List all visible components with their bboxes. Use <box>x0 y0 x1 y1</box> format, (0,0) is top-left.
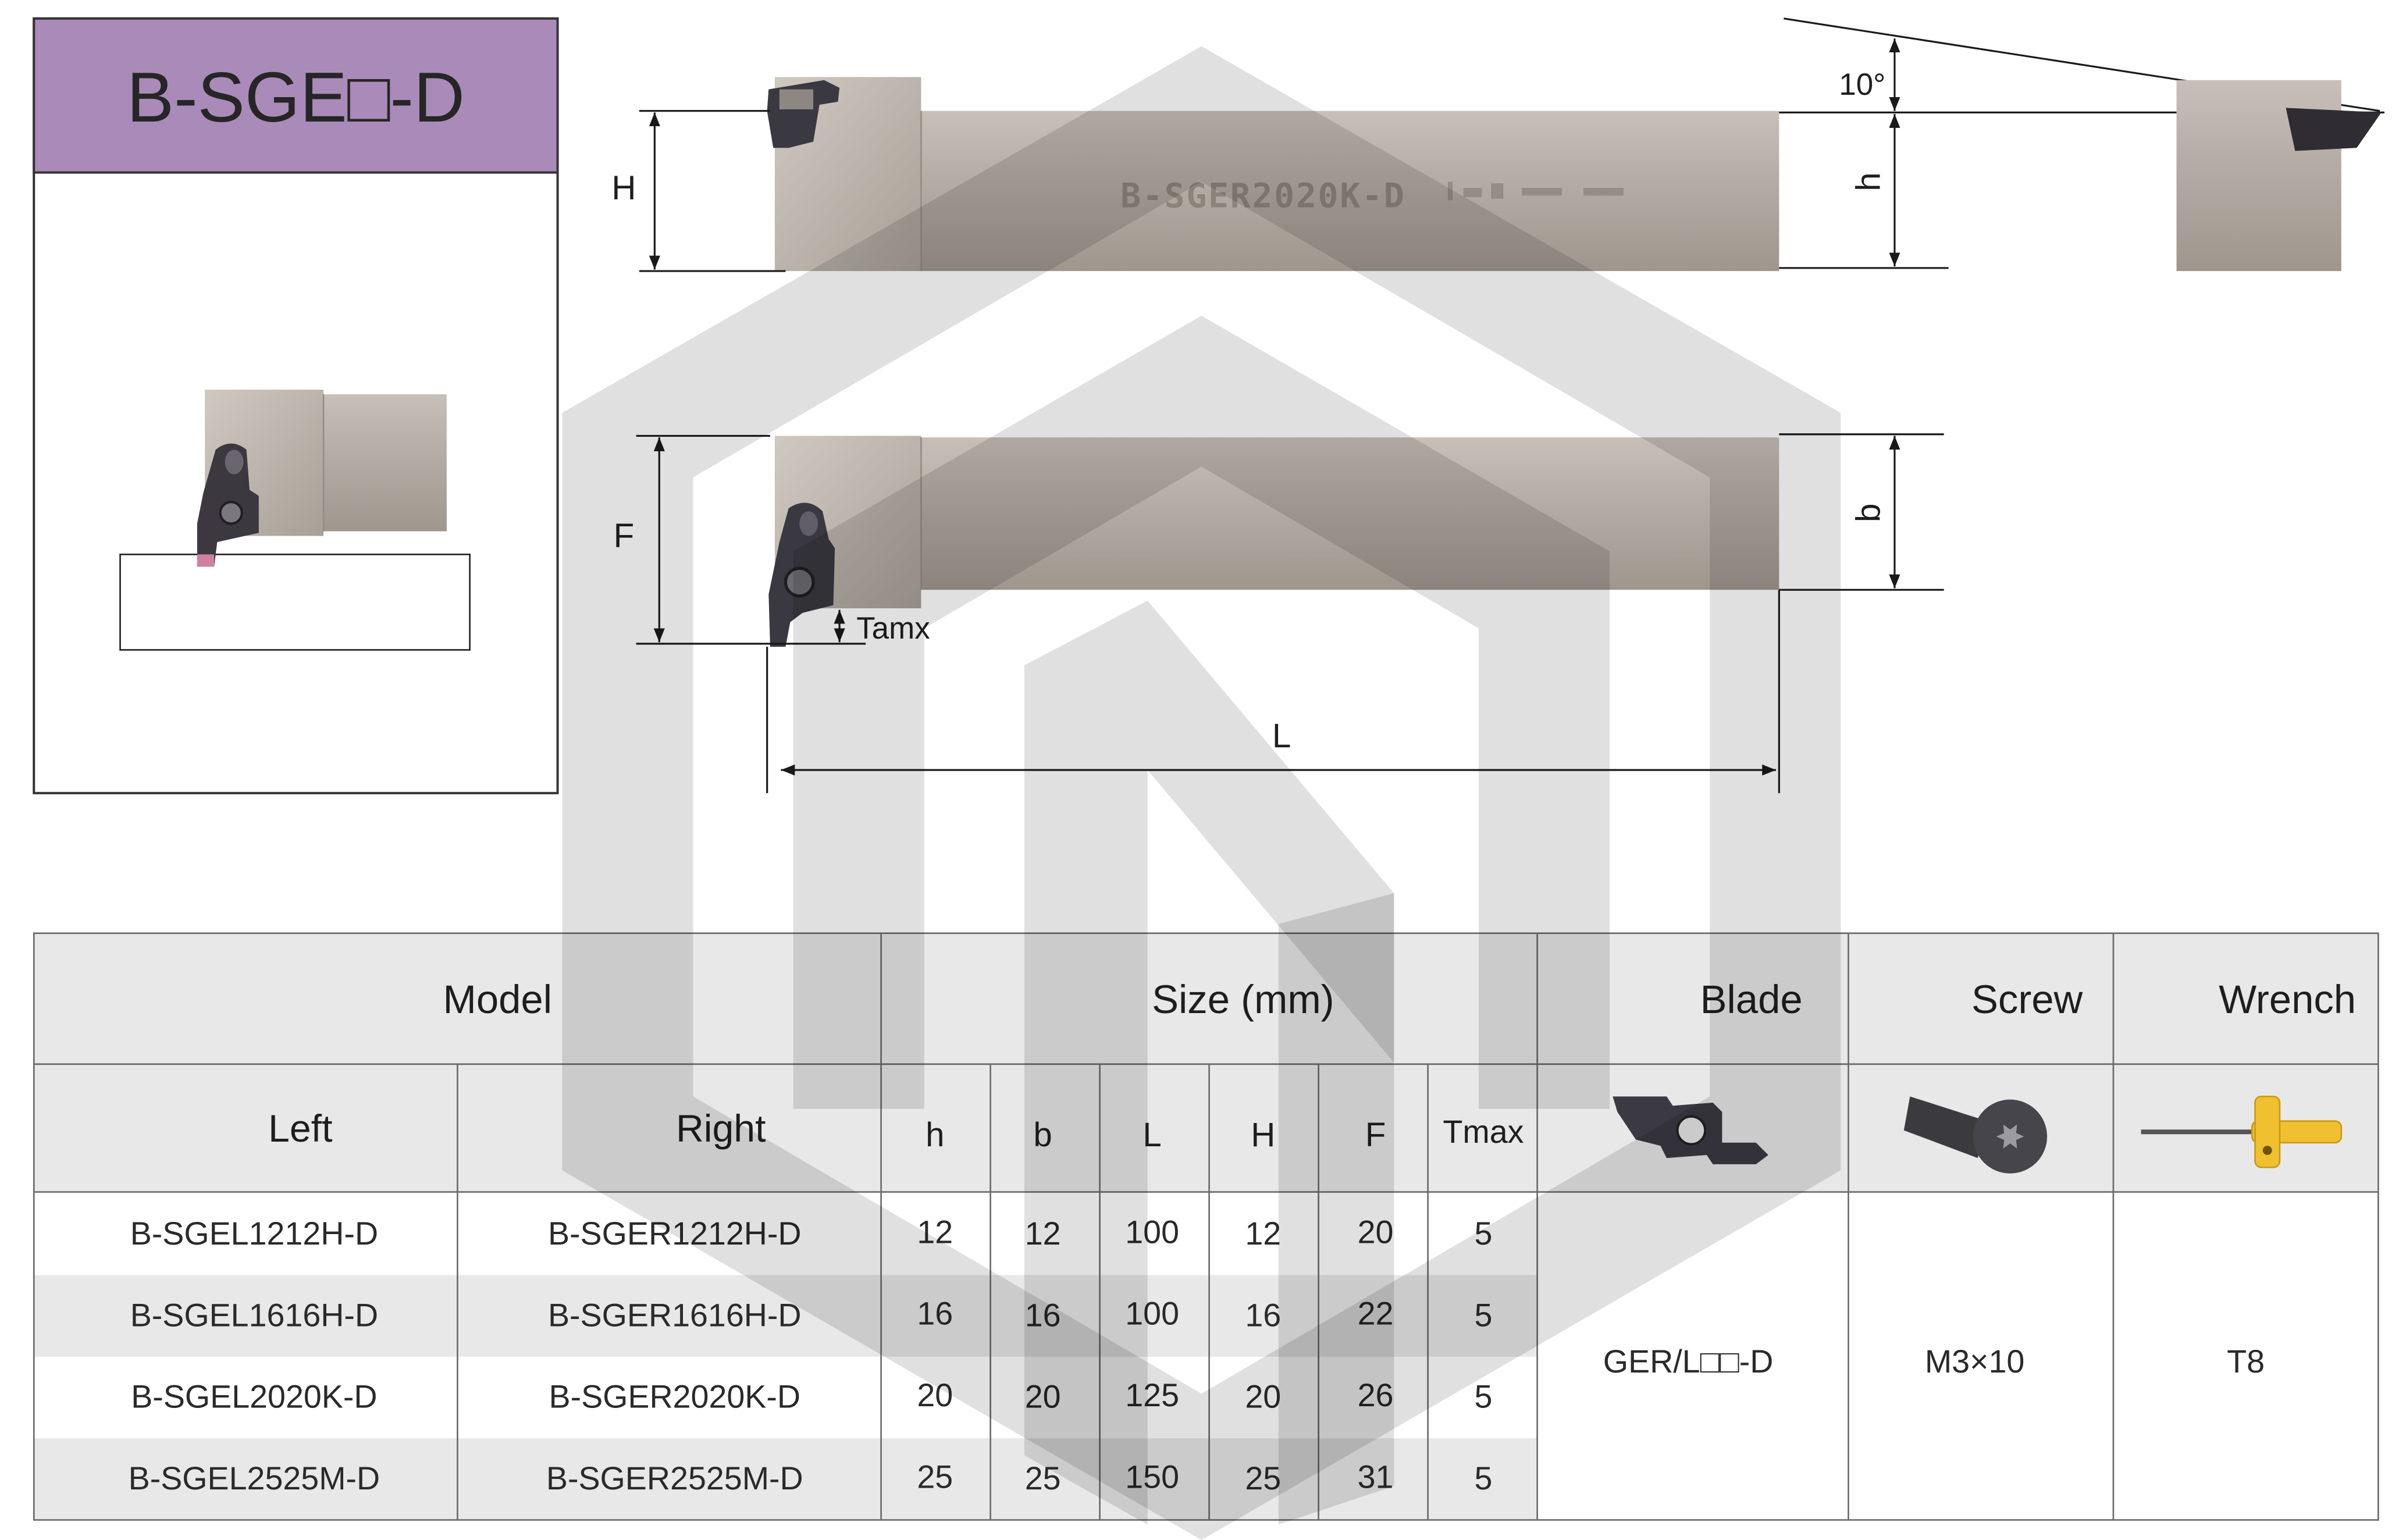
table-row: B-SGEL1616H-D B-SGER1616H-D 16 16 100 16… <box>130 1296 1493 1334</box>
H-cell: 25 <box>1245 1460 1281 1496</box>
h-cell: 25 <box>917 1459 953 1495</box>
row-shade <box>34 1275 1537 1357</box>
h-cell: 20 <box>917 1377 953 1413</box>
F-cell: 20 <box>1358 1214 1394 1250</box>
product-title: B-SGE□-D <box>127 58 465 137</box>
L-cell: 125 <box>1125 1377 1179 1413</box>
dimension-b-label: b <box>1849 504 1887 522</box>
title-band <box>33 17 559 174</box>
top-view-diagram: B-SGER2020K-D H h 10° <box>611 17 2384 272</box>
H-cell: 12 <box>1245 1215 1281 1252</box>
spec-table: Model Size (mm) Blade Screw Wrench Left … <box>33 932 2379 1521</box>
groove-cut <box>197 554 215 567</box>
tool-shank <box>921 110 1779 272</box>
torx-recess <box>1996 1124 2024 1149</box>
subheader-F: F <box>1365 1116 1386 1154</box>
marking-glyph <box>1522 188 1562 196</box>
tmax-cell: 5 <box>1474 1297 1492 1333</box>
right-model-cell: B-SGER1616H-D <box>548 1297 802 1333</box>
torx-screw-icon <box>1903 1096 2048 1174</box>
L-cell: 100 <box>1125 1296 1179 1332</box>
grooving-insert-icon <box>1613 1096 1768 1164</box>
F-cell: 26 <box>1358 1377 1394 1413</box>
F-cell: 22 <box>1358 1296 1394 1332</box>
dimension-F-label: F <box>614 517 635 555</box>
insert-screw <box>784 566 815 598</box>
angle-label: 10° <box>1839 67 1885 102</box>
right-model-cell: B-SGER2525M-D <box>546 1460 803 1496</box>
tmax-cell: 5 <box>1474 1215 1492 1252</box>
tool-shank <box>921 437 1779 590</box>
right-model-cell: B-SGER2020K-D <box>549 1379 800 1415</box>
dimension-tmax-label: Tamx <box>856 611 930 646</box>
wrench-value: T8 <box>2227 1343 2265 1379</box>
left-model-cell: B-SGEL1212H-D <box>130 1215 378 1252</box>
h-cell: 16 <box>917 1296 953 1332</box>
insert-clamp-slot <box>799 511 818 536</box>
b-cell: 12 <box>1025 1215 1061 1252</box>
dimension-h-label: h <box>1849 172 1887 191</box>
holder-shank <box>323 394 447 532</box>
header-wrench: Wrench <box>2219 977 2356 1022</box>
left-model-cell: B-SGEL2020K-D <box>131 1379 377 1415</box>
workpiece <box>119 553 471 651</box>
b-cell: 20 <box>1025 1379 1061 1415</box>
subheader-left: Left <box>268 1107 332 1150</box>
left-model-cell: B-SGEL2525M-D <box>129 1460 380 1496</box>
marking-glyph <box>1463 188 1482 197</box>
table-row: B-SGEL1212H-D B-SGER1212H-D 12 12 100 12… <box>130 1214 1493 1252</box>
F-cell: 31 <box>1358 1459 1394 1495</box>
grooving-illustration <box>119 389 471 651</box>
header-size: Size (mm) <box>1152 977 1334 1022</box>
L-cell: 100 <box>1125 1214 1179 1250</box>
row-shade <box>34 1438 1537 1520</box>
table-row: B-SGEL2020K-D B-SGER2020K-D 20 20 125 20… <box>131 1377 1492 1415</box>
subheader-b: b <box>1033 1116 1052 1154</box>
subheader-L: L <box>1143 1116 1161 1154</box>
side-view-diagram: F b Tamx L <box>614 433 1944 793</box>
subheader-tmax: Tmax <box>1443 1114 1524 1150</box>
dimension-L-label: L <box>1272 717 1291 755</box>
insert-clamp-slot <box>225 450 244 475</box>
table-border <box>33 932 2379 1521</box>
tmax-cell: 5 <box>1474 1460 1492 1496</box>
marking-glyph <box>1491 183 1504 199</box>
wrench-hole <box>2262 1146 2272 1155</box>
header-blade: Blade <box>1700 977 1803 1022</box>
right-model-cell: B-SGER1212H-D <box>548 1215 802 1252</box>
insert-hole <box>1676 1115 1707 1146</box>
tmax-cell: 5 <box>1474 1379 1492 1415</box>
H-cell: 20 <box>1245 1379 1281 1415</box>
end-view-insert <box>2286 108 2382 151</box>
table-row: B-SGEL2525M-D B-SGER2525M-D 25 25 150 25… <box>129 1459 1493 1496</box>
header-screw: Screw <box>1971 977 2083 1022</box>
body-marking: B-SGER2020K-D <box>1120 176 1405 215</box>
tool-end-view <box>2176 80 2341 272</box>
h-cell: 12 <box>917 1214 953 1250</box>
dimension-H-label: H <box>611 169 636 207</box>
title-card: B-SGE□-D <box>33 17 559 794</box>
screw-value: M3×10 <box>1925 1343 2025 1379</box>
insert-clamp <box>779 89 814 110</box>
marking-glyph <box>1583 188 1624 196</box>
marking-glyph <box>1448 181 1453 201</box>
header-model: Model <box>443 977 552 1022</box>
torx-wrench-icon <box>2141 1096 2343 1168</box>
insert-screw <box>219 501 243 525</box>
screw-shaft <box>1903 1096 1987 1158</box>
laser-marking-detail <box>1448 181 1624 201</box>
subheader-h: h <box>926 1116 944 1154</box>
left-model-cell: B-SGEL1616H-D <box>130 1297 378 1333</box>
blade-value: GER/L□□-D <box>1603 1343 1774 1379</box>
subheader-right: Right <box>676 1107 766 1150</box>
H-cell: 16 <box>1245 1297 1281 1333</box>
b-cell: 25 <box>1025 1460 1061 1496</box>
wrench-handle <box>2254 1096 2281 1168</box>
b-cell: 16 <box>1025 1297 1061 1333</box>
subheader-H: H <box>1251 1116 1275 1154</box>
L-cell: 150 <box>1125 1459 1179 1495</box>
